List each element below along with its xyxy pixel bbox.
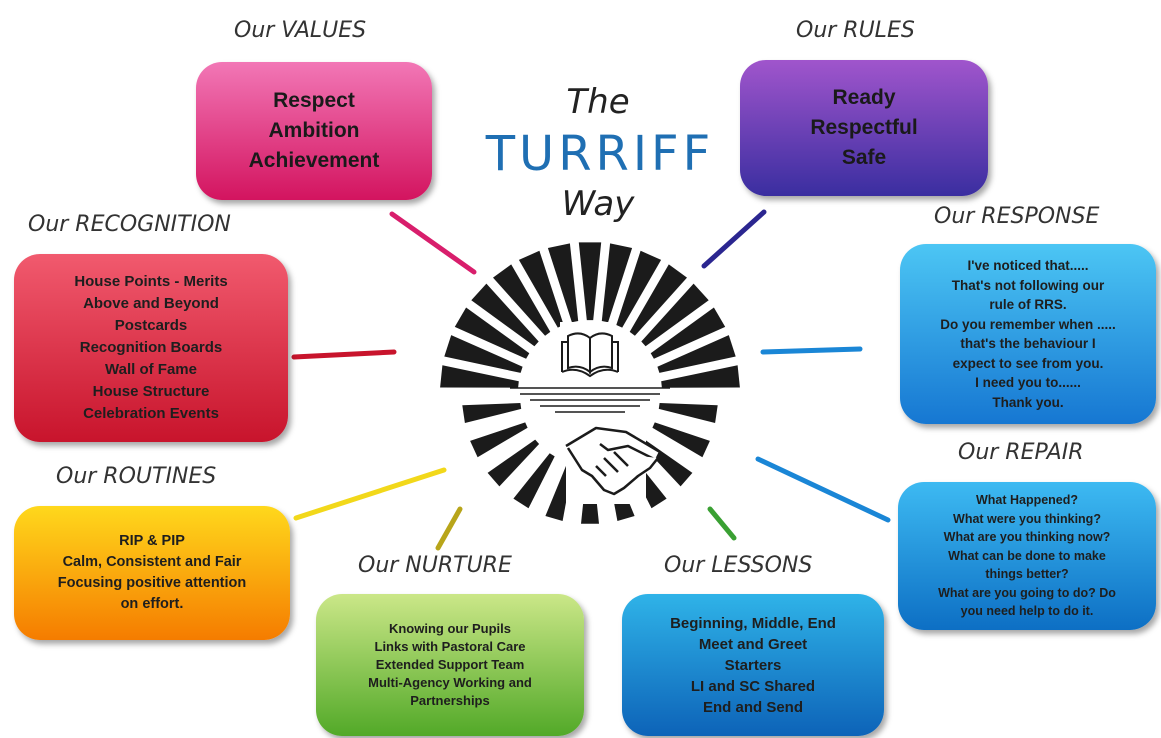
lessons-line: Beginning, Middle, End [670, 614, 836, 632]
values-line: Respect [273, 89, 355, 112]
lessons-line: Starters [724, 656, 782, 674]
recognition-line: House Structure [92, 383, 210, 400]
heading-nurture: Our NURTURE [358, 553, 512, 578]
lessons-line: Meet and Greet [698, 635, 808, 653]
routines-line: RIP & PIP [119, 533, 185, 549]
sun-ray [462, 403, 522, 423]
routines-line: Focusing positive attention [57, 575, 247, 591]
lessons-box: Beginning, Middle, End Meet and Greet St… [622, 594, 884, 736]
sun-ray [629, 264, 687, 336]
lessons-line: LI and SC Shared [690, 677, 816, 695]
connector-values [389, 211, 477, 275]
heading-repair: Our REPAIR [958, 440, 1084, 465]
title-the: The [566, 82, 630, 122]
handshake-icon [565, 424, 662, 504]
school-emblem-icon [440, 242, 740, 524]
sun-ray [513, 453, 555, 509]
title-turriff: TURRIFF [485, 126, 715, 182]
nurture-line: Partnerships [410, 693, 490, 708]
response-line: expect to see from you. [952, 355, 1104, 371]
routines-box: RIP & PIP Calm, Consistent and Fair Focu… [14, 506, 290, 640]
repair-line: you need help to do it. [960, 604, 1094, 619]
recognition-line: Wall of Fame [105, 361, 197, 378]
repair-line: What are you thinking now? [943, 530, 1111, 545]
recognition-line: Postcards [114, 317, 188, 334]
sun-ray [471, 283, 539, 347]
repair-line: What Happened? [975, 493, 1079, 508]
sun-ray [616, 250, 662, 328]
values-line: Achievement [248, 149, 380, 172]
values-box: Respect Ambition Achievement [196, 62, 432, 200]
nurture-line: Links with Pastoral Care [374, 639, 526, 654]
sun-ray [440, 365, 519, 388]
sun-ray [493, 264, 551, 336]
repair-line: What can be done to make [948, 548, 1106, 563]
sun-ray [657, 335, 736, 373]
connector-lines [291, 209, 891, 551]
sun-ray [661, 365, 740, 388]
sun-ray [470, 422, 528, 458]
repair-line: What are you going to do? Do [938, 585, 1116, 600]
routines-line: on effort. [120, 596, 184, 612]
rules-line: Ready [832, 86, 896, 109]
sun-ray [601, 243, 633, 323]
connector-routines [293, 467, 447, 521]
nurture-line: Extended Support Team [375, 657, 525, 672]
sun-ray [487, 439, 540, 487]
lessons-line: End and Send [702, 698, 803, 716]
heading-rules: Our RULES [796, 18, 915, 43]
repair-line: things better? [985, 567, 1069, 582]
connector-nurture [435, 506, 463, 551]
heading-routines: Our ROUTINES [56, 464, 217, 489]
nurture-box: Knowing our Pupils Links with Pastoral C… [316, 594, 584, 736]
response-line: That's not following our [951, 277, 1105, 293]
connector-response [760, 346, 863, 355]
title-way: Way [561, 184, 635, 224]
sun-ray [444, 335, 523, 373]
connector-recognition [291, 349, 397, 360]
recognition-line: Celebration Events [83, 405, 219, 422]
horizon-lines [510, 387, 670, 413]
rules-line: Respectful [810, 116, 918, 139]
heading-lessons: Our LESSONS [664, 553, 813, 578]
rules-box: Ready Respectful Safe [740, 60, 988, 196]
response-line: that's the behaviour I [960, 336, 1096, 351]
sun-ray [641, 283, 709, 347]
recognition-line: House Points - Merits [74, 273, 228, 290]
nurture-line: Knowing our Pupils [388, 621, 512, 636]
recognition-box: House Points - Merits Above and Beyond P… [14, 254, 288, 442]
connector-lessons [707, 506, 737, 541]
rising-sun-rays-icon [440, 242, 740, 524]
sun-ray [652, 422, 710, 458]
response-line: I need you to...... [975, 375, 1081, 390]
sun-ray [578, 242, 602, 321]
rules-line: Safe [841, 146, 887, 169]
sun-ray [454, 307, 530, 359]
recognition-line: Above and Beyond [83, 295, 219, 312]
heading-response: Our RESPONSE [934, 204, 1100, 229]
response-line: rule of RRS. [989, 297, 1067, 312]
response-line: Do you remember when ..... [940, 316, 1116, 332]
sun-ray [547, 243, 579, 323]
heading-recognition: Our RECOGNITION [28, 212, 231, 237]
repair-box: What Happened? What were you thinking? W… [898, 482, 1156, 630]
nurture-line: Multi-Agency Working and [368, 675, 532, 690]
heading-values: Our VALUES [234, 18, 367, 43]
sun-ray [658, 403, 718, 423]
response-line: Thank you. [992, 394, 1064, 410]
response-box: I've noticed that..... That's not follow… [900, 244, 1156, 424]
sun-ray [518, 250, 564, 328]
connector-rules [701, 209, 767, 269]
open-book-icon [560, 322, 619, 378]
values-line: Ambition [268, 119, 360, 142]
routines-line: Calm, Consistent and Fair [62, 554, 242, 570]
sun-ray [650, 307, 726, 359]
repair-line: What were you thinking? [953, 511, 1101, 526]
response-line: I've noticed that..... [967, 258, 1089, 273]
recognition-line: Recognition Boards [79, 339, 223, 356]
connector-repair [755, 456, 891, 523]
